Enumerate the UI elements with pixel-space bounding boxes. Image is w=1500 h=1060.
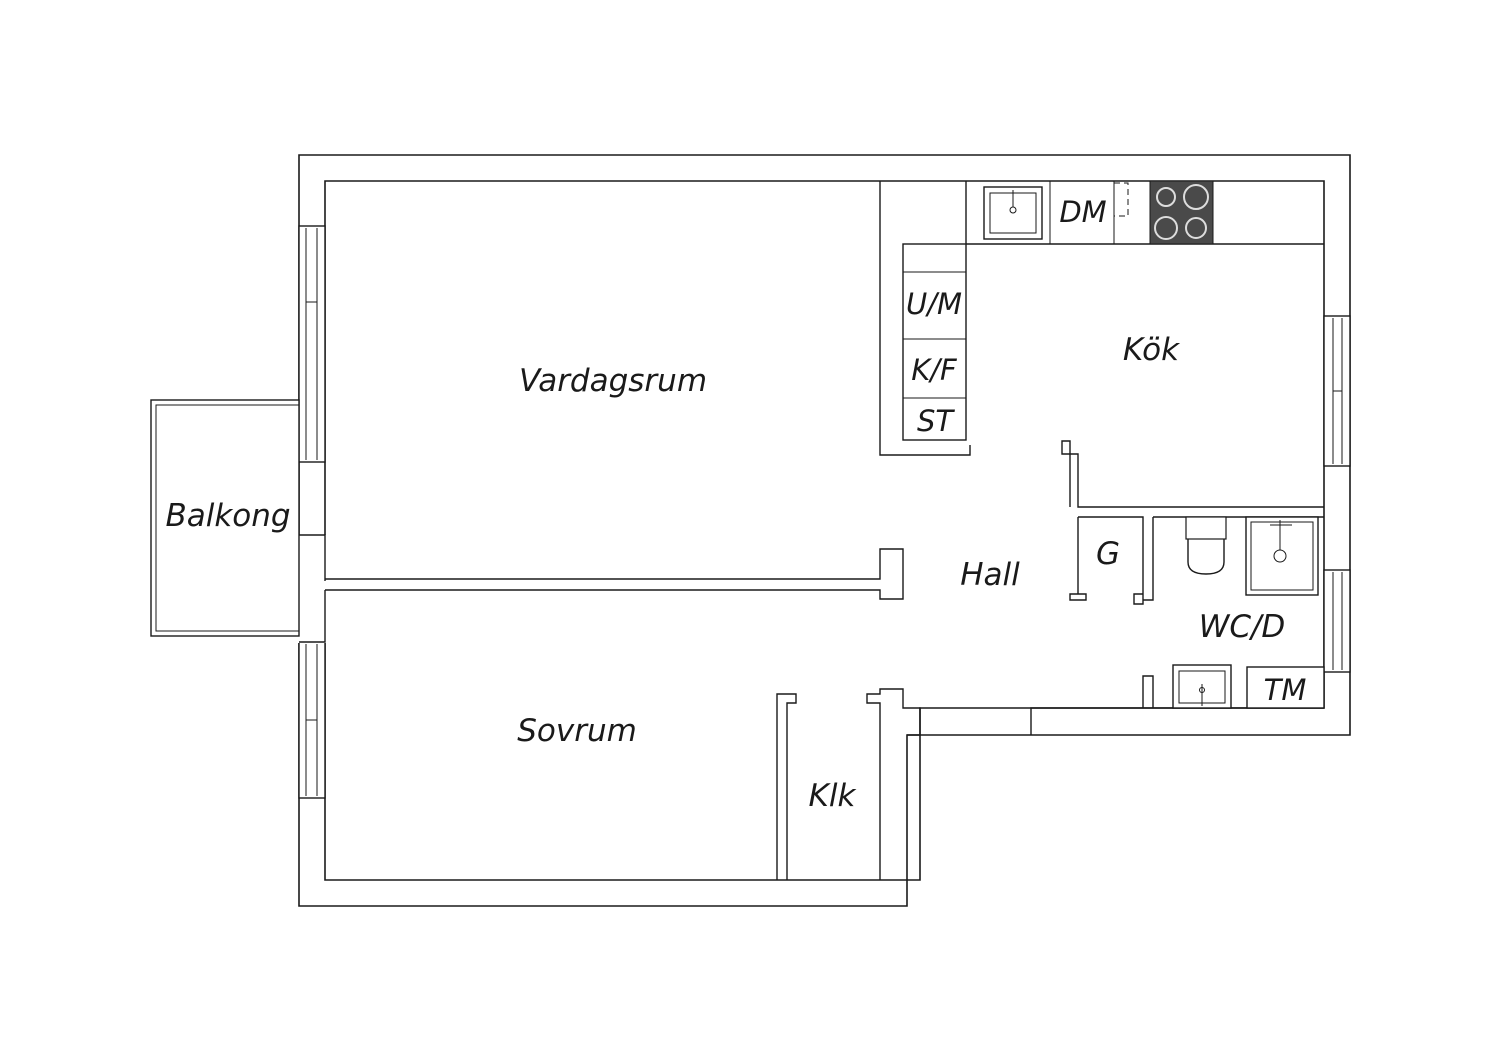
balcony-door-opening <box>298 535 326 643</box>
room-label-hall: Hall <box>960 557 1020 593</box>
fixture-label-dm: DM <box>1059 195 1106 229</box>
room-label-wc-d: WC/D <box>1199 609 1286 645</box>
bathroom-sink-icon <box>1172 664 1232 709</box>
wall-closet-hall <box>866 688 921 880</box>
wall-living-bedroom <box>325 548 904 600</box>
room-label-klk: Klk <box>809 778 857 814</box>
kitchen-sink-icon <box>983 186 1043 240</box>
wall-kitchen-hall <box>1061 440 1324 508</box>
room-label-vardagsrum: Vardagsrum <box>519 363 707 399</box>
shower-icon <box>1245 516 1319 596</box>
fixture-label-st: ST <box>917 404 955 438</box>
balcony-door-jambs <box>299 534 326 643</box>
wall-living-kitchen <box>879 181 971 456</box>
wall-bedroom-closet <box>776 693 797 880</box>
kitchen-counter-column <box>902 243 967 441</box>
balcony <box>150 399 300 637</box>
room-label-sovrum: Sovrum <box>517 713 637 749</box>
closet-g-walls <box>1069 516 1144 605</box>
room-label-g: G <box>1096 536 1120 572</box>
kitchen-top-counter <box>1049 181 1129 244</box>
fixture-label-kf: K/F <box>911 353 958 387</box>
toilet-icon <box>1185 516 1227 575</box>
window-kitchen-right <box>1323 315 1351 467</box>
fixture-label-tm: TM <box>1264 673 1307 707</box>
window-living-left <box>298 225 326 463</box>
window-bedroom-left <box>298 641 326 799</box>
washer-box <box>1246 666 1325 709</box>
room-label-kok: Kök <box>1123 332 1180 368</box>
window-bathroom-right <box>1323 569 1351 673</box>
fixture-label-um: U/M <box>906 287 962 321</box>
stove-icon <box>1149 180 1214 245</box>
room-label-balkong: Balkong <box>165 498 290 534</box>
